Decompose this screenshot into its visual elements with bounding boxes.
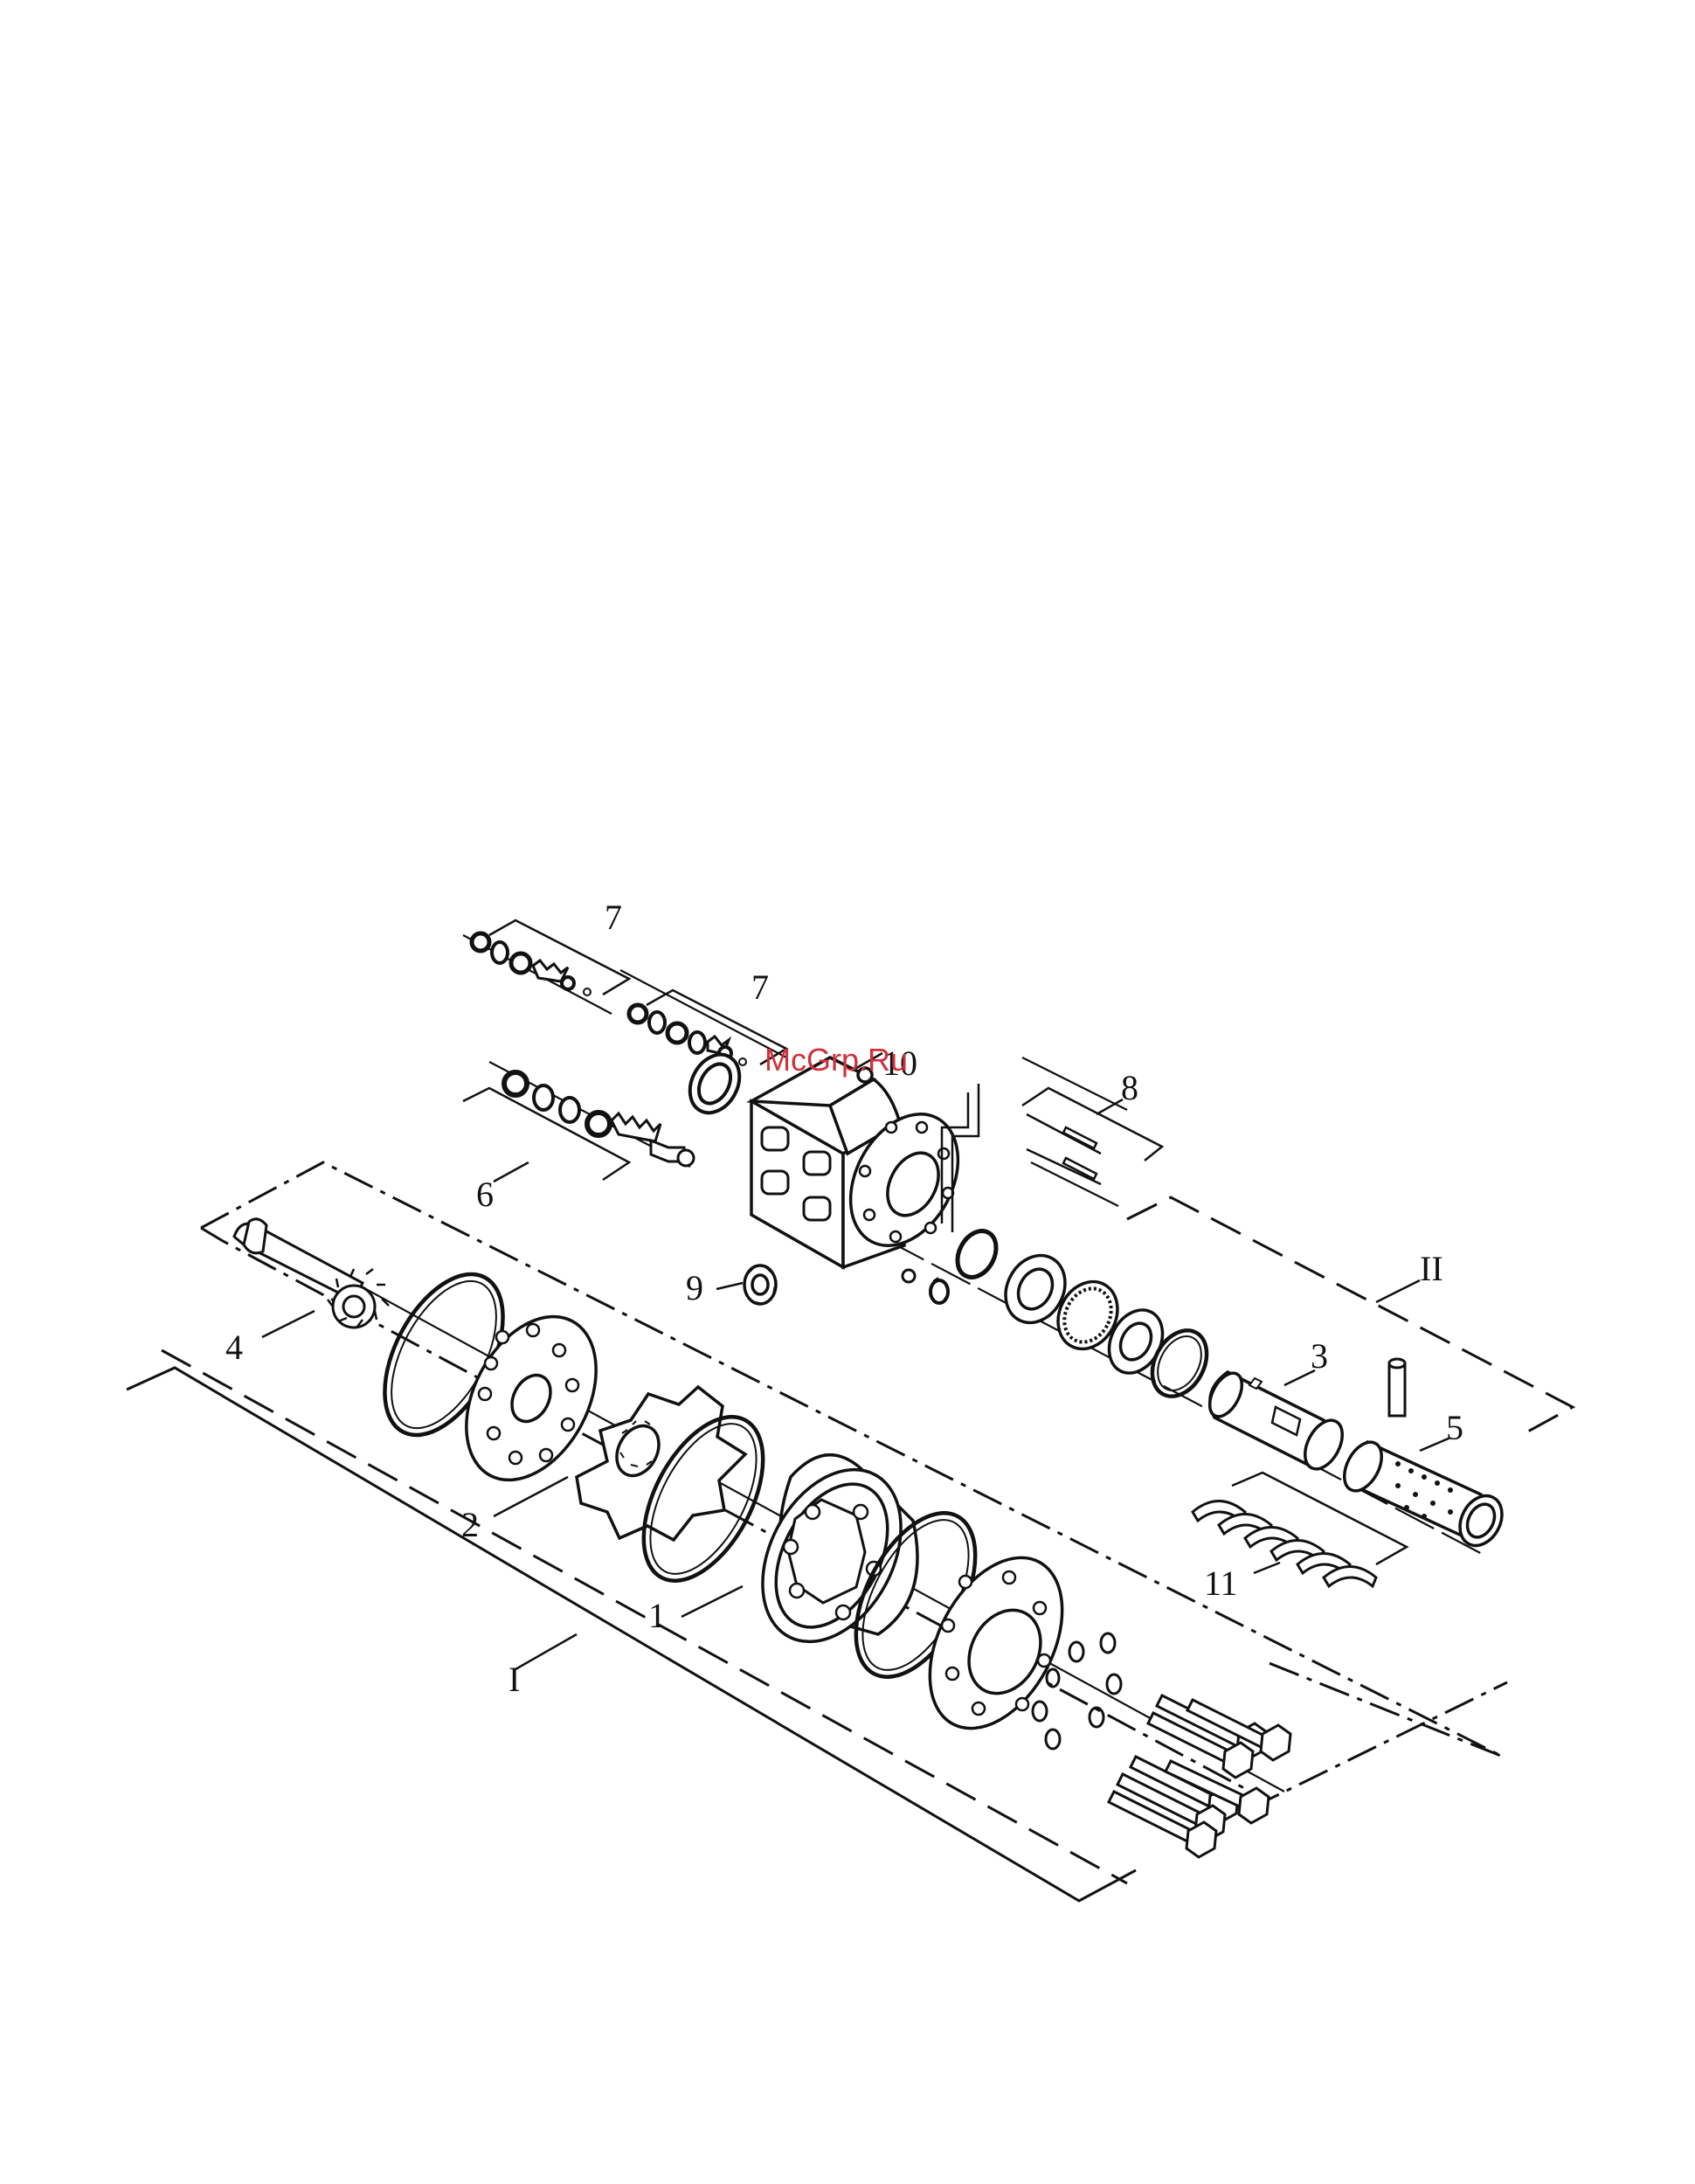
- check-valve-set-a: [472, 933, 591, 995]
- gerotor-star: [577, 1387, 745, 1540]
- group-i-leader: [515, 1634, 577, 1669]
- callout-3: 3: [1311, 1336, 1328, 1376]
- callout-11: 11: [1204, 1563, 1238, 1603]
- watermark-text: McGrp.Ru: [764, 1042, 908, 1078]
- valve-spool: [1203, 1368, 1350, 1475]
- group-ii-bracket: [1127, 1197, 1573, 1433]
- callout-7b: 7: [751, 967, 769, 1007]
- valve-sleeve: [1337, 1436, 1510, 1553]
- group-6-leader: [494, 1162, 529, 1182]
- callout-i: I: [508, 1660, 520, 1699]
- port-plug: [744, 1265, 776, 1304]
- callout-9: 9: [686, 1268, 703, 1307]
- callout-6: 6: [476, 1175, 494, 1214]
- valve-housing: [751, 1057, 979, 1267]
- end-cap: [903, 1536, 1089, 1751]
- o-ring-small: [950, 1224, 1004, 1284]
- callout-2: 2: [461, 1505, 479, 1544]
- group-ii-leader: [1376, 1280, 1420, 1302]
- relief-valve-set: [504, 1072, 694, 1166]
- housing-small-parts: [903, 1270, 948, 1303]
- callout-7a: 7: [605, 898, 622, 937]
- callout-ii: II: [1420, 1249, 1443, 1288]
- callout-5: 5: [1446, 1408, 1463, 1447]
- housing-seal: [681, 1046, 750, 1121]
- callout-4: 4: [225, 1328, 243, 1367]
- group-9-leader: [716, 1283, 743, 1289]
- group-11-leader: [1254, 1563, 1280, 1573]
- cap-bolts: [1109, 1695, 1290, 1857]
- gerotor-ring: [735, 1446, 929, 1665]
- callout-8: 8: [1121, 1068, 1138, 1107]
- cross-pin: [1389, 1359, 1405, 1416]
- callout-1: 1: [648, 1596, 666, 1635]
